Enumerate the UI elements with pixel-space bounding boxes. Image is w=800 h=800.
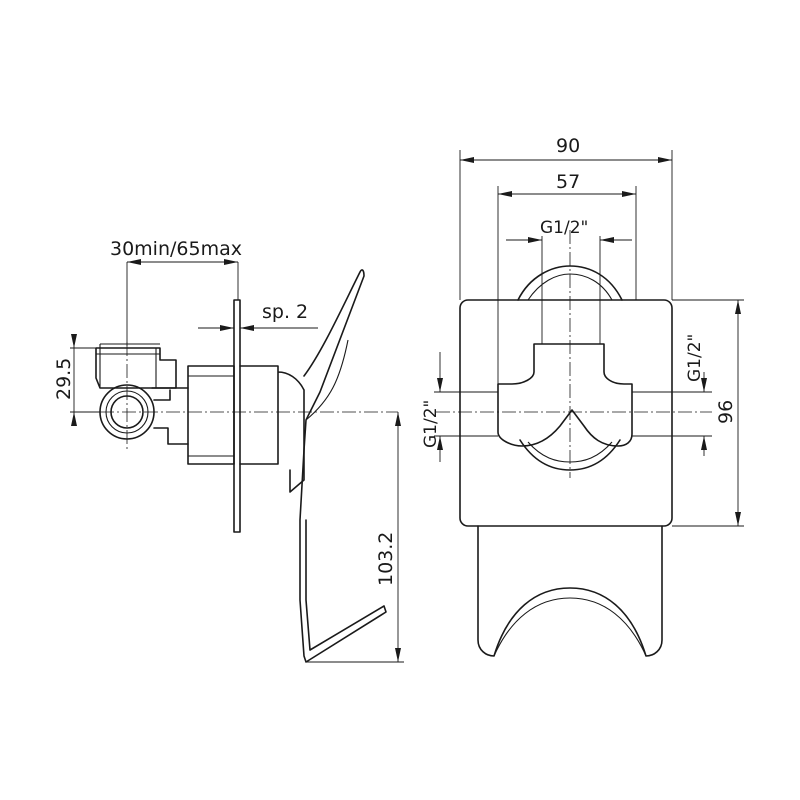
width-label: 90 — [556, 135, 580, 157]
front-lever-lower — [477, 525, 663, 657]
wall-plate — [233, 299, 241, 533]
lever-height-dimension: 103.2 — [306, 412, 404, 663]
lever-collar — [239, 365, 305, 493]
left-thread-label: G1/2" — [421, 400, 441, 448]
front-valve-body — [497, 343, 633, 447]
depth-dimension: 30min/65max — [110, 238, 242, 346]
upper-pipe-fitting — [95, 343, 177, 389]
right-thread-label: G1/2" — [685, 334, 705, 382]
front-square-plate — [459, 299, 673, 527]
inner-width-label: 57 — [556, 171, 580, 193]
side-view: 30min/65max sp. 2 29.5 103.2 — [53, 238, 404, 663]
pipe-offset-label: 29.5 — [53, 358, 75, 400]
left-thread-dimension: G1/2" — [421, 352, 498, 462]
width-dimension: 90 — [459, 135, 673, 300]
right-thread-dimension: G1/2" — [632, 334, 712, 456]
valve-cylinder — [187, 365, 235, 465]
height-label: 96 — [715, 400, 737, 424]
plate-thickness-dimension: sp. 2 — [198, 301, 318, 331]
lever-height-label: 103.2 — [375, 532, 397, 586]
valve-body-link — [151, 387, 189, 445]
plate-thickness-label: sp. 2 — [262, 301, 308, 323]
depth-label: 30min/65max — [110, 238, 242, 260]
inner-width-dimension: 57 — [497, 171, 637, 384]
top-thread-dimension: G1/2" — [506, 218, 632, 344]
pipe-offset-dimension: 29.5 — [53, 334, 100, 426]
lever-bottom-outline — [519, 439, 621, 471]
front-view: 90 57 G1/2" 96 — [421, 135, 744, 657]
height-dimension: 96 — [672, 299, 744, 527]
top-thread-label: G1/2" — [540, 218, 588, 238]
lever-handle — [299, 269, 387, 663]
